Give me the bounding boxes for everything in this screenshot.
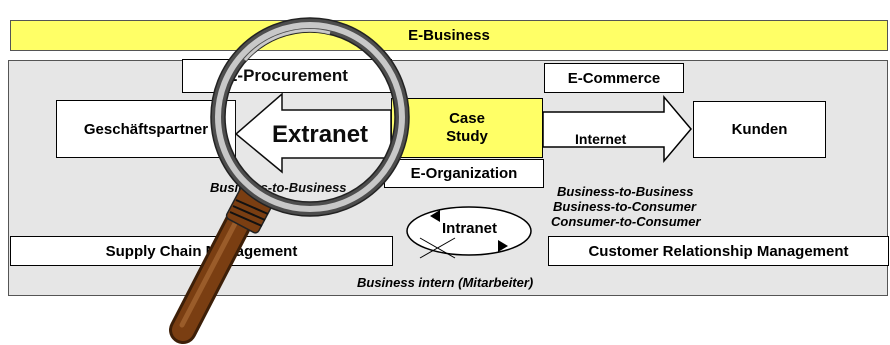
e-organization-box: E-Organization	[384, 159, 544, 188]
crm-label: Customer Relationship Management	[588, 242, 849, 260]
c2c-label: Consumer-to-Consumer	[551, 214, 701, 229]
scm-label: Supply Chain Management	[105, 242, 298, 260]
case-study-box: Case Study	[391, 98, 543, 158]
e-commerce-label: E-Commerce	[567, 69, 661, 87]
partners-label: Geschäftspartner	[83, 120, 209, 138]
intranet-cycle-icon	[406, 206, 532, 259]
partners-box: Geschäftspartner	[56, 100, 236, 158]
internal-label: Business intern (Mitarbeiter)	[357, 275, 534, 290]
e-business-banner: E-Business	[10, 20, 888, 51]
customers-label: Kunden	[731, 121, 788, 138]
e-procurement-box: E-Procurement	[182, 59, 392, 93]
customers-box: Kunden	[693, 101, 826, 158]
crm-box: Customer Relationship Management	[548, 236, 889, 266]
internet-label: Internet	[575, 131, 627, 147]
b2b-right-label: Business-to-Business	[557, 184, 694, 199]
intranet-label: Intranet	[442, 220, 498, 237]
e-commerce-box: E-Commerce	[544, 63, 684, 93]
e-procurement-label: E-Procurement	[226, 66, 348, 85]
extranet-label: Extranet	[272, 121, 369, 148]
e-business-label: E-Business	[408, 27, 490, 44]
b2c-label: Business-to-Consumer	[553, 199, 697, 214]
extranet-arrow	[234, 92, 392, 174]
internet-arrow	[542, 94, 692, 164]
case-study-label: Case Study	[446, 110, 488, 145]
e-organization-label: E-Organization	[410, 165, 518, 182]
magnifying-glass-icon	[169, 17, 410, 344]
